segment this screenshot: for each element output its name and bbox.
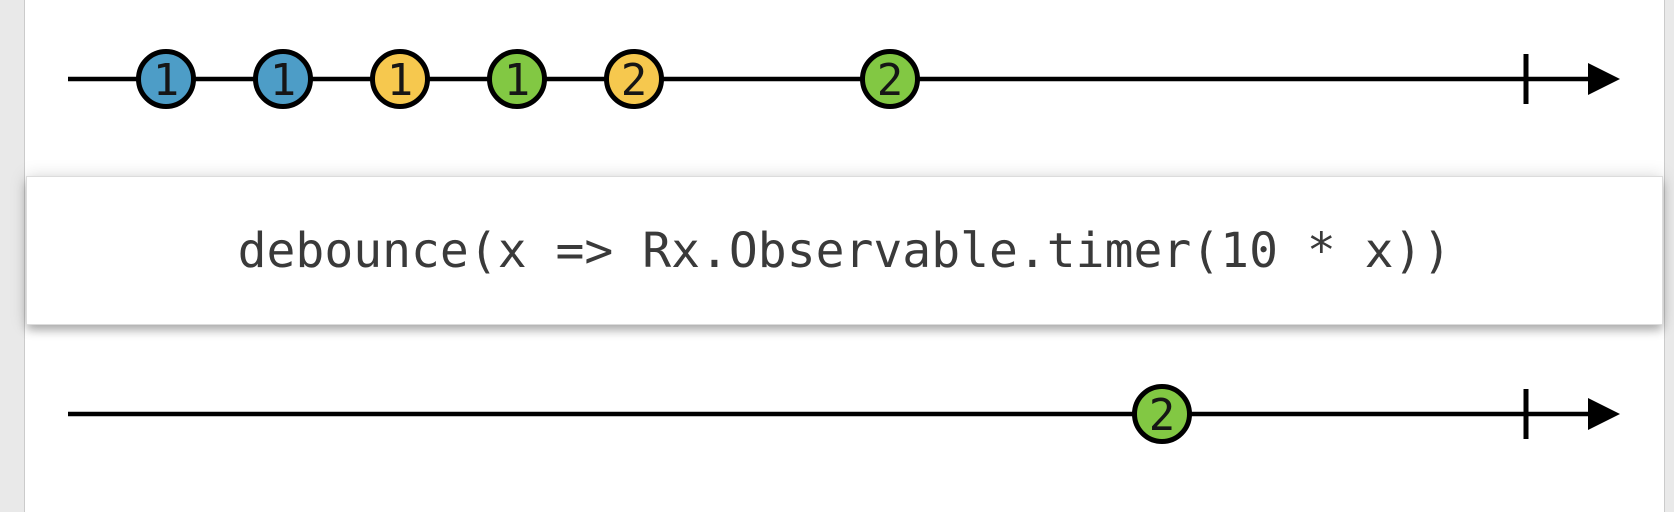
marble-1[interactable]: 1	[487, 49, 547, 109]
arrowhead-icon	[1588, 398, 1620, 430]
marble-1[interactable]: 1	[253, 49, 313, 109]
marble-1[interactable]: 1	[136, 49, 196, 109]
marble-2[interactable]: 2	[860, 49, 920, 109]
marble-circle[interactable]	[1132, 384, 1192, 444]
marble-circle[interactable]	[860, 49, 920, 109]
marble-circle[interactable]	[604, 49, 664, 109]
marble-circle[interactable]	[370, 49, 430, 109]
arrowhead-icon	[1588, 63, 1620, 95]
marble-circle[interactable]	[487, 49, 547, 109]
operator-box: debounce(x => Rx.Observable.timer(10 * x…	[26, 176, 1663, 325]
marble-circle[interactable]	[136, 49, 196, 109]
marble-1[interactable]: 1	[370, 49, 430, 109]
operator-code-label: debounce(x => Rx.Observable.timer(10 * x…	[237, 222, 1452, 279]
output-timeline: 2	[68, 384, 1620, 444]
marble-2[interactable]: 2	[1132, 384, 1192, 444]
marble-2[interactable]: 2	[604, 49, 664, 109]
marble-circle[interactable]	[253, 49, 313, 109]
